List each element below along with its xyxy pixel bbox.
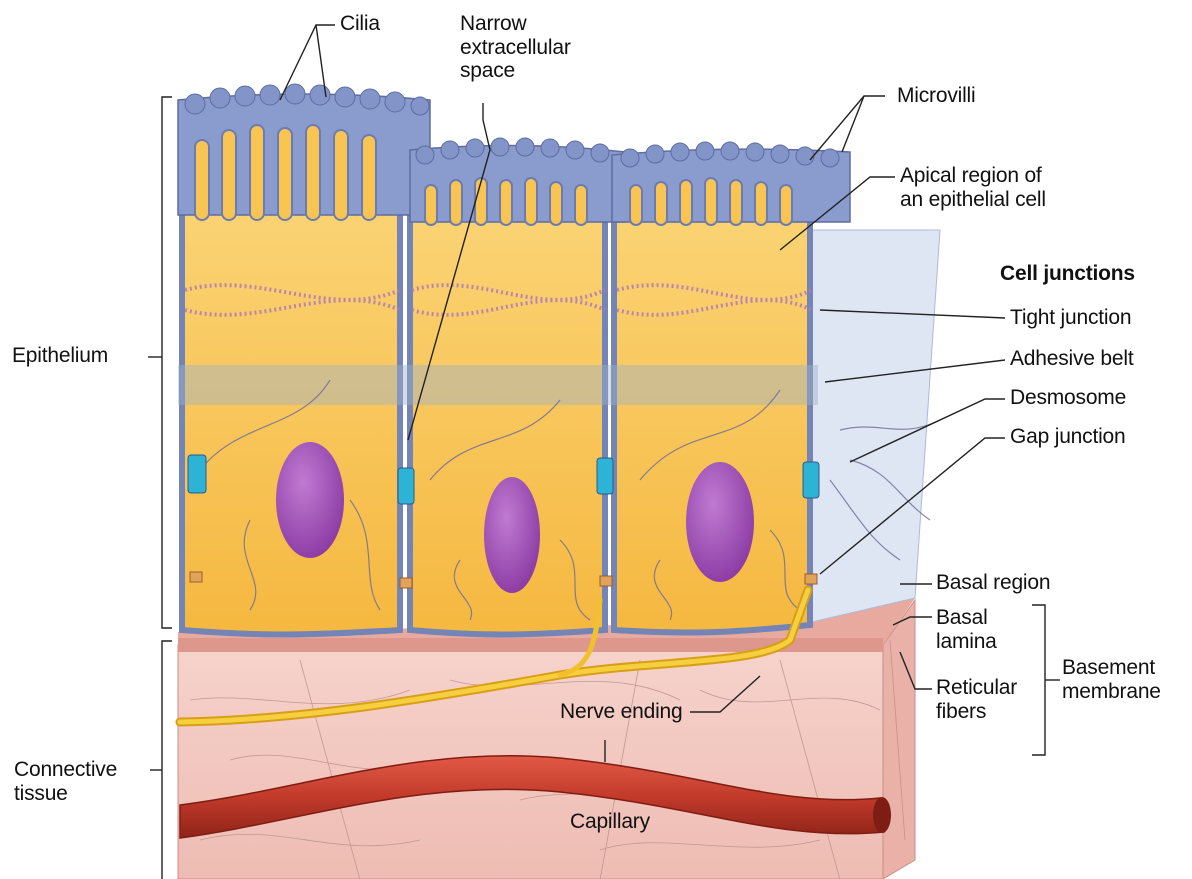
label-capillary: Capillary xyxy=(570,810,650,834)
label-microvilli: Microvilli xyxy=(897,84,976,108)
label-reticular-fibers: Reticular fibers xyxy=(936,676,1017,723)
label-basal-lamina: Basal lamina xyxy=(936,606,997,653)
epithelium-cut-face xyxy=(812,230,940,622)
label-narrow-extracellular-space: Narrow extracellular space xyxy=(460,12,571,83)
adhesive-belt-band xyxy=(178,365,818,405)
label-epithelium: Epithelium xyxy=(12,344,108,368)
label-apical-region: Apical region of an epithelial cell xyxy=(900,164,1046,211)
label-desmosome: Desmosome xyxy=(1010,386,1126,410)
capillary-opening xyxy=(873,797,891,833)
epithelium-bracket xyxy=(162,97,172,628)
label-connective-tissue: Connective tissue xyxy=(14,758,117,805)
nucleus-3 xyxy=(686,462,754,582)
cell-1 xyxy=(182,205,400,635)
label-basal-region: Basal region xyxy=(936,571,1050,595)
nucleus-1 xyxy=(276,442,344,558)
nucleus-2 xyxy=(484,477,540,593)
connective-side-face xyxy=(883,600,915,879)
label-adhesive-belt: Adhesive belt xyxy=(1010,347,1133,371)
basement-membrane-bracket xyxy=(1032,605,1045,755)
label-basement-membrane: Basement membrane xyxy=(1062,656,1161,703)
label-nerve-ending: Nerve ending xyxy=(560,700,683,724)
label-cell-junctions: Cell junctions xyxy=(1000,262,1135,286)
label-cilia: Cilia xyxy=(340,12,380,36)
connective-bracket xyxy=(162,641,172,879)
label-gap-junction: Gap junction xyxy=(1010,425,1126,449)
label-tight-junction: Tight junction xyxy=(1010,306,1131,330)
